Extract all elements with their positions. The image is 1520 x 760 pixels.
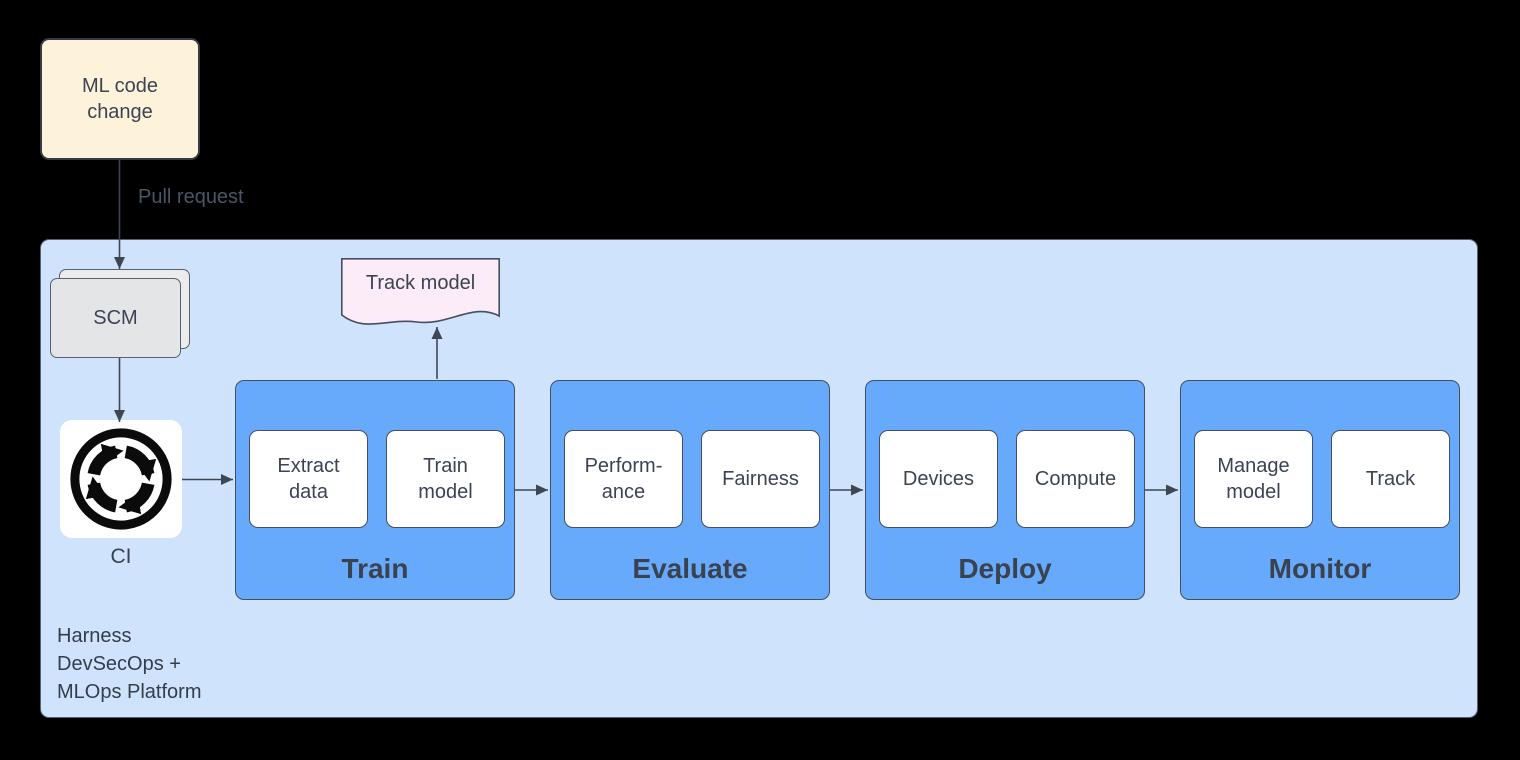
node-extract-data: Extract data: [249, 430, 368, 528]
train-stage-label: Train: [341, 553, 409, 584]
devices-label: Devices: [902, 468, 975, 490]
node-track-model: Track model: [341, 258, 500, 332]
stage-train: Extract data Train model Train: [235, 380, 515, 600]
track-label: Track: [1365, 468, 1416, 490]
stage-monitor: Manage model Track Monitor: [1180, 380, 1460, 600]
node-ml-code-change: ML code change: [40, 38, 200, 160]
compute-label: Compute: [1034, 468, 1117, 490]
node-compute: Compute: [1016, 430, 1135, 528]
extract-data-label: Extract data: [277, 455, 340, 503]
stage-evaluate: Perform- ance Fairness Evaluate: [550, 380, 830, 600]
ci-cycle-icon: [70, 428, 172, 530]
ml-code-change-label: ML code change: [82, 74, 158, 123]
performance-label: Perform- ance: [584, 455, 663, 503]
scm-label: SCM: [93, 306, 138, 329]
node-scm: SCM: [50, 278, 181, 358]
node-track: Track: [1331, 430, 1450, 528]
node-devices: Devices: [879, 430, 998, 528]
document-shape: [341, 258, 500, 325]
pull-request-label: Pull request: [138, 186, 244, 208]
node-ci: [60, 420, 182, 538]
platform-label: Harness DevSecOps + MLOps Platform: [57, 625, 202, 703]
manage-model-label: Manage model: [1217, 455, 1290, 503]
node-performance: Perform- ance: [564, 430, 683, 528]
ci-label: CI: [110, 545, 132, 568]
train-model-label: Train model: [418, 455, 473, 503]
deploy-stage-label: Deploy: [958, 553, 1052, 584]
track-model-label: Track model: [365, 272, 476, 294]
node-train-model: Train model: [386, 430, 505, 528]
fairness-label: Fairness: [722, 468, 799, 490]
node-manage-model: Manage model: [1194, 430, 1313, 528]
stage-deploy: Devices Compute Deploy: [865, 380, 1145, 600]
evaluate-stage-label: Evaluate: [632, 553, 748, 584]
node-fairness: Fairness: [701, 430, 820, 528]
monitor-stage-label: Monitor: [1268, 553, 1372, 584]
